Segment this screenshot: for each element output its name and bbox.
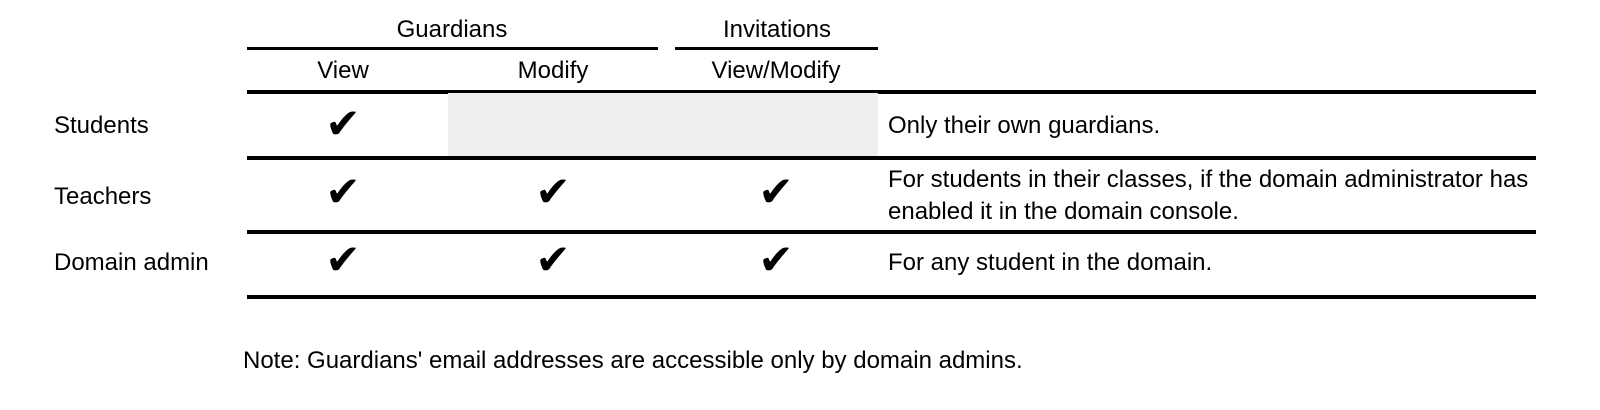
students-view-check-icon: ✔ — [325, 99, 361, 148]
footnote: Note: Guardians' email addresses are acc… — [243, 347, 1023, 374]
students-restricted-cells-shading — [448, 93, 878, 156]
column-header-view: View — [317, 57, 369, 84]
row-label-students: Students — [54, 112, 149, 139]
guardians-group-underline — [247, 47, 658, 50]
note-domain-admin: For any student in the domain. — [888, 249, 1213, 276]
domain-admin-modify-check-icon: ✔ — [535, 235, 571, 284]
column-group-header-invitations: Invitations — [722, 16, 832, 43]
teachers-row-rule — [247, 230, 1536, 234]
domain-admin-row-rule — [247, 295, 1536, 299]
teachers-modify-check-icon: ✔ — [535, 167, 571, 216]
row-label-teachers: Teachers — [54, 183, 152, 210]
header-bottom-rule — [247, 90, 1536, 94]
teachers-view-modify-check-icon: ✔ — [758, 167, 794, 216]
column-header-view-modify: View/Modify — [711, 57, 841, 84]
column-group-header-guardians: Guardians — [396, 16, 508, 43]
column-header-modify: Modify — [517, 57, 589, 84]
domain-admin-view-check-icon: ✔ — [325, 235, 361, 284]
teachers-view-check-icon: ✔ — [325, 167, 361, 216]
note-teachers: For students in their classes, if the do… — [888, 166, 1529, 225]
domain-admin-view-modify-check-icon: ✔ — [758, 235, 794, 284]
row-label-domain-admin: Domain admin — [54, 249, 209, 276]
invitations-group-underline — [675, 47, 878, 50]
note-students: Only their own guardians. — [888, 112, 1161, 139]
students-row-rule — [247, 156, 1536, 160]
